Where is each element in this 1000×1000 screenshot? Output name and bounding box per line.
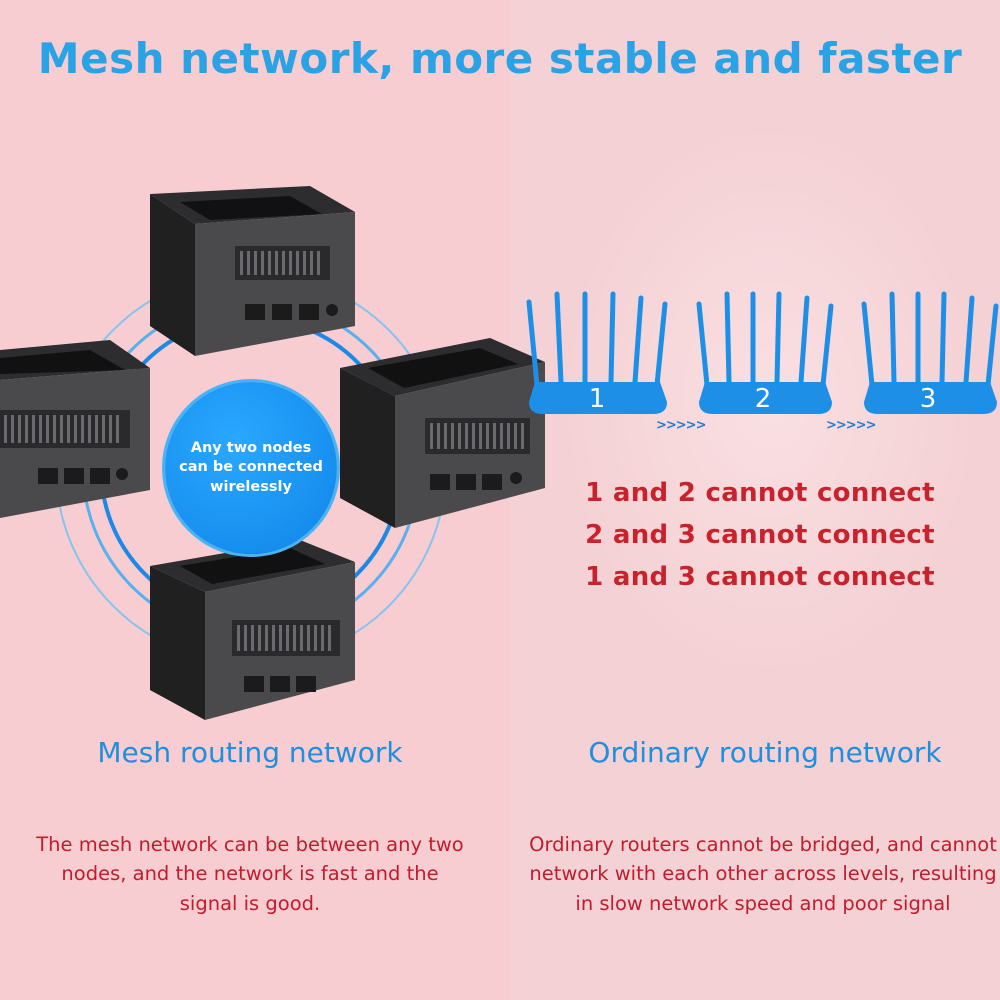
mesh-heading: Mesh routing network (97, 736, 403, 769)
warning-item: 1 and 2 cannot connect (585, 478, 935, 508)
router-2-icon (696, 291, 834, 414)
router-2-label: 2 (754, 384, 772, 414)
arrow-2-3: >>>>> (826, 418, 876, 433)
page-title: Mesh network, more stable and faster (37, 34, 963, 83)
router-1-icon (526, 291, 668, 414)
warning-item: 1 and 3 cannot connect (585, 562, 935, 592)
mesh-description: The mesh network can be between any two … (36, 833, 464, 915)
ordinary-heading: Ordinary routing network (588, 736, 942, 769)
mesh-center-bubble: Any two nodes can be connected wirelessl… (165, 382, 337, 554)
mesh-center-text: Any two nodes can be connected wirelessl… (179, 439, 323, 495)
mesh-node-left (0, 340, 150, 518)
mesh-node-top (150, 186, 355, 356)
ordinary-description: Ordinary routers cannot be bridged, and … (529, 833, 997, 915)
router-3-icon (861, 291, 999, 414)
arrow-1-2: >>>>> (656, 418, 706, 433)
connection-warnings: 1 and 2 cannot connect 2 and 3 cannot co… (560, 472, 960, 598)
warning-item: 2 and 3 cannot connect (585, 520, 935, 550)
mesh-node-right (340, 338, 545, 528)
mesh-node-bottom (150, 540, 355, 720)
router-1-label: 1 (588, 384, 606, 414)
router-3-label: 3 (919, 384, 937, 414)
